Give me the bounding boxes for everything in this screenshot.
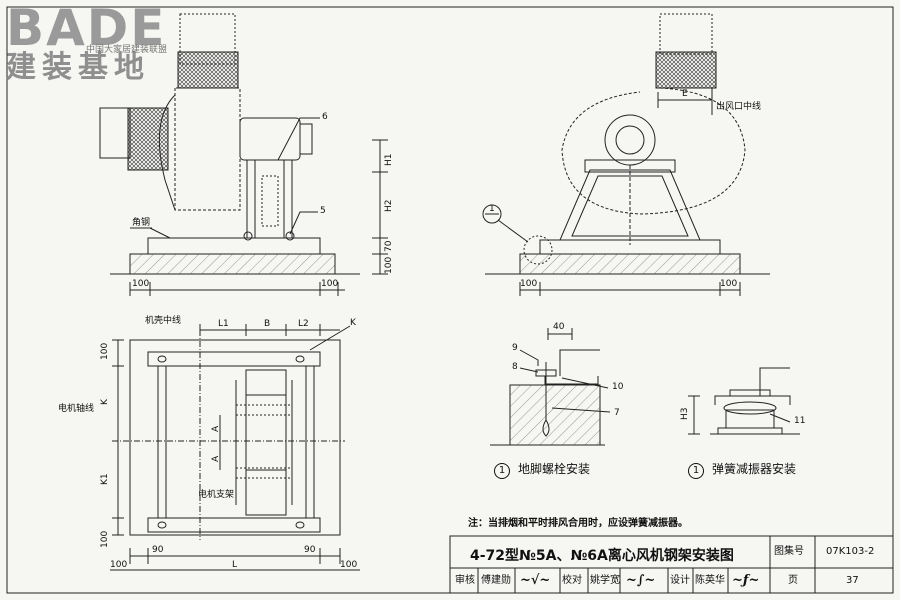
front-outlet-label: 出风口中线: [716, 102, 762, 112]
plan-motor-bracket: 电机支架: [198, 490, 235, 500]
designer-signature: ~ƒ~: [732, 573, 760, 588]
plan-dim-100-top: 100: [100, 342, 110, 360]
reviewer-name: 傅建勋: [481, 575, 511, 586]
bolt-marker: 1: [494, 463, 510, 479]
bolt-dim-40: 40: [553, 322, 565, 332]
bolt-caption: 地脚螺栓安装: [518, 462, 591, 476]
plan-view: [110, 324, 360, 571]
front-dim-100-right: 100: [720, 279, 738, 289]
checker-name: 姚学宽: [590, 575, 620, 586]
side-angle-label: 角钢: [132, 218, 151, 228]
title-block-lines: [449, 535, 894, 594]
bolt-part-8: 8: [512, 362, 518, 372]
side-dim-70: 70: [384, 240, 394, 252]
plan-dim-k: K: [100, 399, 110, 405]
plan-section-k: K: [350, 318, 356, 328]
logo-tagline: 中国大家居建装联盟: [86, 45, 168, 55]
plan-dim-100-left: 100: [110, 560, 128, 570]
front-detail-ref: 1: [489, 204, 495, 214]
bolt-part-10: 10: [612, 382, 624, 392]
plan-dim-a2: A: [211, 455, 221, 462]
spring-part-11: 11: [794, 416, 806, 426]
side-view: [99, 13, 388, 296]
side-dim-h2: H2: [384, 199, 394, 213]
spring-caption-wrap: 1 弹簧减振器安装: [688, 460, 796, 479]
side-dim-100-left: 100: [132, 279, 150, 289]
page-number: 37: [846, 575, 859, 586]
side-dim-h1: H1: [384, 153, 394, 167]
side-part-6: 6: [322, 112, 328, 122]
review-label: 审核: [455, 575, 475, 586]
checker-signature: ~∫~: [626, 573, 656, 588]
detail-spring-isolator: [688, 367, 800, 435]
plan-dim-l: L: [232, 560, 238, 570]
atlas-label: 图集号: [774, 546, 804, 557]
plan-casing-label: 机壳中线: [145, 316, 182, 326]
plan-dim-90-left: 90: [152, 545, 164, 555]
design-label: 设计: [670, 575, 690, 586]
logo-brand: BADE: [6, 0, 167, 57]
spring-marker: 1: [688, 463, 704, 479]
plan-dim-a1: A: [211, 425, 221, 432]
check-label: 校对: [562, 575, 582, 586]
detail-anchor-bolt: [490, 328, 611, 446]
side-dim-100-right: 100: [321, 279, 339, 289]
reviewer-signature: ~√~: [520, 573, 551, 588]
atlas-number: 07K103-2: [826, 546, 875, 557]
front-dim-e: E: [682, 89, 688, 99]
bolt-part-7: 7: [614, 408, 620, 418]
spring-caption: 弹簧减振器安装: [712, 462, 797, 476]
designer-name: 陈英华: [695, 575, 725, 586]
plan-motor-axis: 电机轴线: [58, 404, 95, 414]
logo-cn: 建装基地: [6, 50, 150, 85]
bade-logo: BADE 中国大家居建装联盟 建装基地: [6, 0, 168, 85]
bolt-caption-wrap: 1 地脚螺栓安装: [494, 460, 590, 479]
front-dim-100-left: 100: [520, 279, 538, 289]
front-view: [482, 13, 770, 296]
plan-dim-l2: L2: [298, 319, 309, 329]
page-label: 页: [788, 575, 798, 586]
plan-dim-b: B: [264, 319, 271, 329]
plan-dim-k1: K1: [100, 473, 110, 485]
plan-dim-100-bottom: 100: [100, 530, 110, 548]
side-part-5: 5: [320, 206, 326, 216]
drawing-note: 注：当排烟和平时排风合用时，应设弹簧减振器。: [468, 518, 688, 529]
spring-dim-h3: H3: [680, 407, 690, 421]
bolt-part-9: 9: [512, 343, 518, 353]
plan-dim-l1: L1: [218, 319, 229, 329]
plan-dim-100-right: 100: [340, 560, 358, 570]
plan-dim-90-right: 90: [304, 545, 316, 555]
side-dim-100: 100: [384, 256, 394, 274]
drawing-title: 4-72型№5A、№6A离心风机钢架安装图: [470, 548, 734, 564]
sheet-border: [6, 6, 894, 594]
